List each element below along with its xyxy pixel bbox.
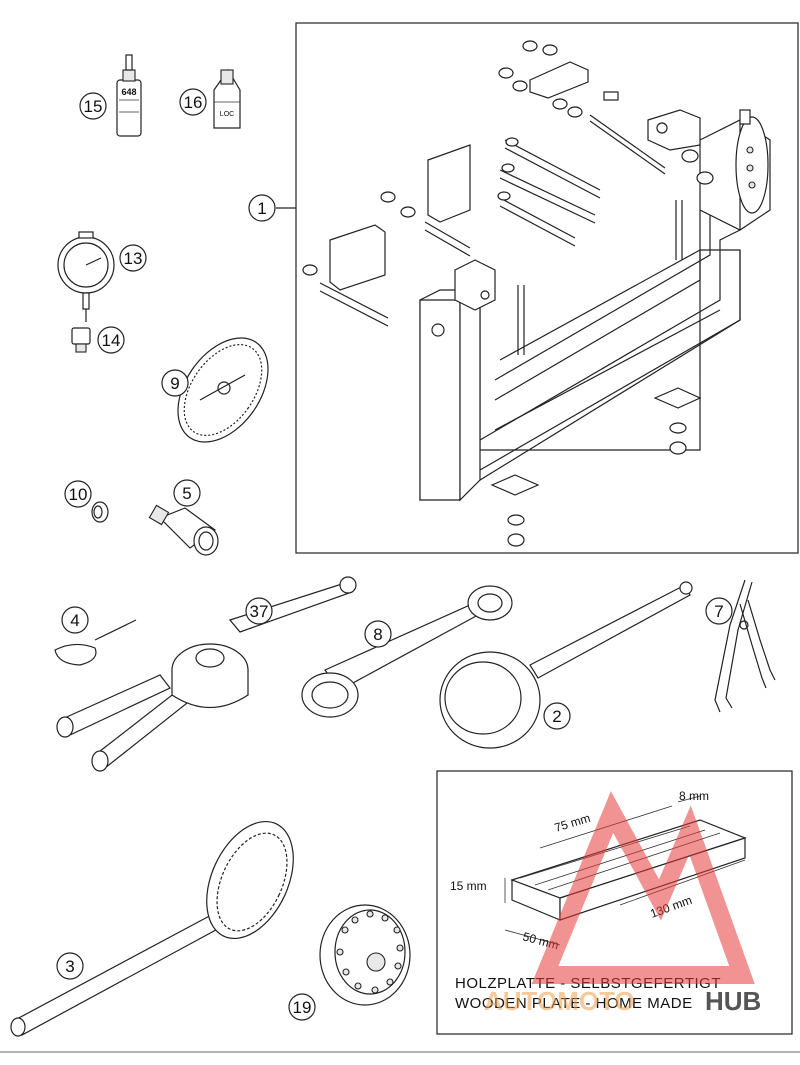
callout-14: 14 [97, 326, 125, 354]
dial-gauge [57, 231, 115, 322]
circlip-pliers [714, 579, 776, 713]
svg-text:4: 4 [70, 611, 79, 630]
loctite-648-label: 648 [121, 87, 136, 97]
bushing [91, 501, 109, 523]
watermark-text-left: AUTOMOTO [484, 986, 635, 1016]
flywheel-puller [319, 904, 411, 1006]
callout-37: 37 [245, 597, 273, 625]
svg-text:37: 37 [250, 602, 269, 621]
callout-2: 2 [543, 702, 571, 730]
svg-text:10: 10 [69, 485, 88, 504]
callout-5: 5 [173, 479, 201, 507]
svg-text:9: 9 [170, 374, 179, 393]
degree-wheel [177, 337, 269, 443]
engine-stand-assembly [302, 40, 771, 547]
callout-9: 9 [161, 369, 189, 397]
gauge-adapter [71, 327, 91, 353]
engine-stand-frame-box [295, 22, 799, 554]
callout-10: 10 [64, 480, 92, 508]
callout-1: 1 [248, 194, 276, 222]
callout-19: 19 [288, 993, 316, 1021]
dim-thickness-top: 8 mm [679, 789, 709, 803]
svg-text:19: 19 [293, 998, 312, 1017]
puller-tool [148, 504, 219, 556]
callout-4: 4 [61, 606, 89, 634]
callout-3: 3 [56, 952, 84, 980]
callout-15: 15 [79, 92, 107, 120]
watermark-logo [531, 791, 755, 984]
svg-text:16: 16 [184, 93, 203, 112]
svg-text:3: 3 [65, 957, 74, 976]
holding-wrench [301, 585, 513, 718]
loctite-648-bottle: 648 [116, 54, 142, 137]
callout-7: 7 [705, 597, 733, 625]
svg-text:5: 5 [182, 484, 191, 503]
hook-tool [54, 619, 137, 666]
clutch-holder [439, 581, 693, 749]
dim-height: 15 mm [450, 879, 487, 893]
crankshaft-holder [56, 576, 357, 772]
svg-text:15: 15 [84, 97, 103, 116]
svg-text:7: 7 [714, 602, 723, 621]
loctite-tube: LOC [213, 68, 241, 129]
svg-text:8: 8 [373, 625, 382, 644]
svg-text:1: 1 [257, 199, 266, 218]
dim-length: 75 mm [553, 811, 592, 835]
watermark-text-right: HUB [705, 986, 761, 1016]
clutch-holder-bar [10, 820, 294, 1037]
callout-16: 16 [179, 88, 207, 116]
caption-english: WOODEN PLATE - HOME MADE [455, 995, 693, 1012]
wooden-plate-box [436, 770, 793, 1035]
svg-text:2: 2 [552, 707, 561, 726]
svg-text:13: 13 [124, 249, 143, 268]
loctite-tube-label: LOC [220, 111, 234, 118]
svg-text:14: 14 [102, 331, 121, 350]
callout-8: 8 [364, 620, 392, 648]
callout-13: 13 [119, 244, 147, 272]
